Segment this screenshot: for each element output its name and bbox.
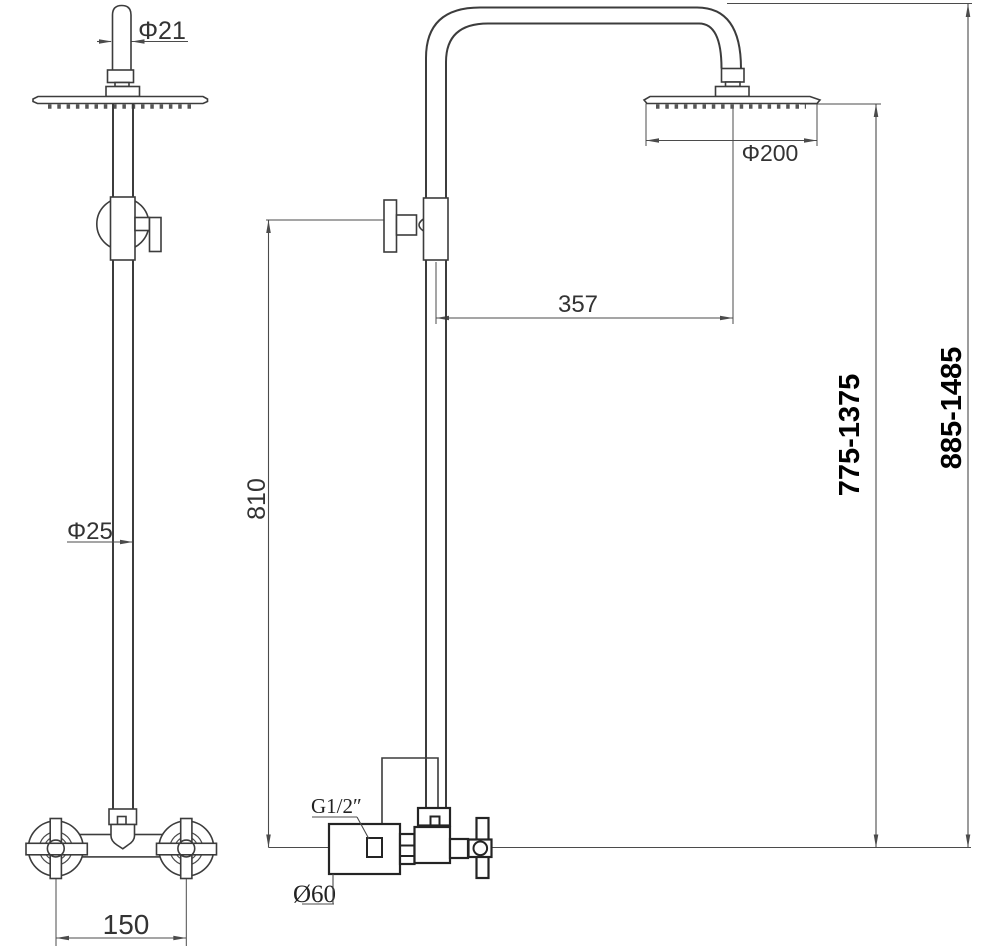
dim-phi25: Φ25 — [67, 518, 133, 545]
wall-bracket — [383, 197, 449, 261]
dim-label-150: 150 — [103, 909, 150, 940]
cross-handle-right — [155, 817, 218, 880]
dim-label-phi200: Φ200 — [742, 140, 799, 166]
dim-label-g12: G1/2″ — [311, 794, 362, 818]
valve-body — [413, 825, 452, 865]
dim-label-810: 810 — [243, 478, 271, 520]
connection-box — [381, 757, 439, 824]
dim-label-phi21: Φ21 — [138, 17, 186, 45]
handle-hub — [472, 840, 489, 857]
inlet-port — [366, 837, 383, 858]
side-view: Φ21 Φ25 — [25, 4, 218, 946]
cross-handle-left — [25, 817, 89, 880]
shower-head-side — [32, 95, 209, 109]
shower-head-front — [642, 67, 822, 109]
slider-knob — [148, 216, 162, 253]
dim-150: 150 — [56, 909, 187, 941]
label-inlet-thread: G1/2″ — [311, 794, 370, 840]
dim-framework — [266, 3, 972, 848]
dim-label-775-1375: 775-1375 — [834, 374, 866, 497]
dim-label-357: 357 — [558, 291, 598, 318]
mixer-valve-front — [327, 806, 493, 880]
label-escutcheon-diameter: Ø60 — [293, 874, 336, 908]
escutcheon-front — [327, 822, 402, 876]
spout — [110, 823, 136, 850]
slider-bracket — [96, 196, 162, 261]
gooseneck-riser — [425, 6, 742, 808]
dim-label-885-1485: 885-1485 — [936, 347, 968, 470]
dim-phi21: Φ21 — [97, 17, 188, 45]
dim-label-phi25: Φ25 — [67, 518, 113, 545]
top-supply-pipe — [105, 4, 141, 98]
front-view: G1/2″ Ø60 Φ200 357 810 775-1375 885-1485 — [243, 3, 972, 908]
